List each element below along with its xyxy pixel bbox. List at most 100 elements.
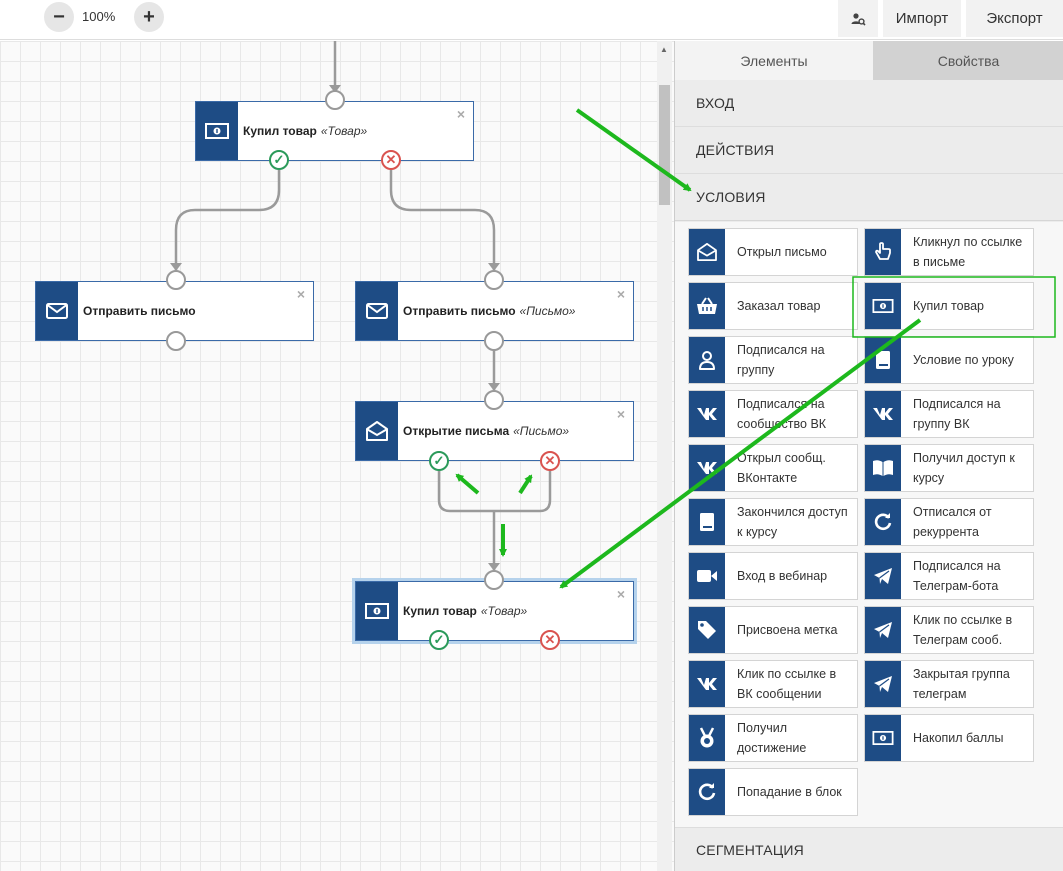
condition-item-label: Получил достижение <box>737 721 807 755</box>
zoom-in-button[interactable]: + <box>134 2 164 32</box>
block-title: Отправить письмо«Письмо» <box>403 304 576 318</box>
condition-item[interactable]: Присвоена метка <box>688 606 858 654</box>
vk-icon <box>689 661 725 707</box>
condition-item-label: Клик по ссылке в Телеграм сооб. <box>913 613 1013 647</box>
yes-output-port[interactable]: ✓ <box>429 630 449 650</box>
condition-item[interactable]: Кликнул по ссылке в письме <box>864 228 1034 276</box>
money-icon <box>356 582 398 640</box>
condition-item-label: Вход в вебинар <box>737 569 828 583</box>
output-port[interactable] <box>484 331 504 351</box>
block-title: Открытие письма«Письмо» <box>403 424 570 438</box>
condition-item-label: Подписался на сообщество ВК <box>737 397 827 431</box>
telegram-icon <box>865 553 901 599</box>
section-actions[interactable]: ДЕЙСТВИЯ <box>675 127 1063 174</box>
block-title: Купил товар«Товар» <box>243 124 368 138</box>
money-icon <box>865 283 901 329</box>
zoom-out-button[interactable]: − <box>44 2 74 32</box>
tag-icon <box>689 607 725 653</box>
output-port[interactable] <box>166 331 186 351</box>
input-port[interactable] <box>166 270 186 290</box>
yes-output-port[interactable]: ✓ <box>429 451 449 471</box>
flow-block-email-opened[interactable]: Открытие письма«Письмо» × <box>355 401 634 461</box>
no-output-port[interactable]: ✕ <box>381 150 401 170</box>
close-icon[interactable]: × <box>616 406 625 422</box>
input-port[interactable] <box>484 570 504 590</box>
condition-item[interactable]: Получил достижение <box>688 714 858 762</box>
condition-item[interactable]: Подписался на Телеграм-бота <box>864 552 1034 600</box>
open-book-icon <box>865 445 901 491</box>
connection-lines <box>170 41 552 571</box>
zoom-level: 100% <box>82 9 116 24</box>
search-user-icon <box>851 12 866 26</box>
condition-item-label: Присвоена метка <box>737 623 838 637</box>
telegram-icon <box>865 661 901 707</box>
condition-item[interactable]: Условие по уроку <box>864 336 1034 384</box>
condition-item[interactable]: Получил доступ к курсу <box>864 444 1034 492</box>
condition-item[interactable]: Подписался на группу ВК <box>864 390 1034 438</box>
search-user-button[interactable] <box>838 0 878 37</box>
section-entry[interactable]: ВХОД <box>675 80 1063 127</box>
condition-item-label: Открыл сообщ. ВКонтакте <box>737 451 826 485</box>
flow-block-bought-product[interactable]: Купил товар«Товар» × <box>195 101 474 161</box>
book-icon <box>865 337 901 383</box>
condition-item[interactable]: Накопил баллы <box>864 714 1034 762</box>
block-subtitle: «Письмо» <box>513 424 570 438</box>
video-icon <box>689 553 725 599</box>
export-button[interactable]: Экспорт <box>966 0 1063 37</box>
scrollbar-thumb[interactable] <box>659 85 670 205</box>
envelope-icon <box>356 282 398 340</box>
basket-icon <box>689 283 725 329</box>
block-title: Отправить письмо <box>83 304 196 318</box>
condition-item[interactable]: Отписался от рекуррента <box>864 498 1034 546</box>
close-icon[interactable]: × <box>616 286 625 302</box>
input-port[interactable] <box>484 270 504 290</box>
yes-output-port[interactable]: ✓ <box>269 150 289 170</box>
condition-item-label: Подписался на группу <box>737 343 825 377</box>
flow-block-send-email[interactable]: Отправить письмо × <box>35 281 314 341</box>
condition-item[interactable]: Открыл сообщ. ВКонтакте <box>688 444 858 492</box>
close-icon[interactable]: × <box>456 106 465 122</box>
condition-item[interactable]: Подписался на группу <box>688 336 858 384</box>
flow-canvas[interactable]: Купил товар«Товар» × ✓ ✕ Отправить письм… <box>0 41 674 871</box>
telegram-icon <box>865 607 901 653</box>
condition-item-label: Закончился доступ к курсу <box>737 505 848 539</box>
tab-elements[interactable]: Элементы <box>675 41 873 80</box>
vk-icon <box>865 391 901 437</box>
pointer-hand-icon <box>865 229 901 275</box>
input-port[interactable] <box>325 90 345 110</box>
section-segmentation[interactable]: СЕГМЕНТАЦИЯ <box>675 827 1063 871</box>
condition-item[interactable]: Вход в вебинар <box>688 552 858 600</box>
vk-icon <box>689 391 725 437</box>
vk-icon <box>689 445 725 491</box>
import-button[interactable]: Импорт <box>883 0 961 37</box>
close-icon[interactable]: × <box>296 286 305 302</box>
vertical-scrollbar[interactable]: ▲ <box>657 41 672 871</box>
condition-item-label: Условие по уроку <box>913 353 1014 367</box>
condition-item[interactable]: Купил товар <box>864 282 1034 330</box>
scroll-up-arrow-icon[interactable]: ▲ <box>660 45 668 54</box>
condition-item[interactable]: Заказал товар <box>688 282 858 330</box>
input-port[interactable] <box>484 390 504 410</box>
condition-item[interactable]: Закончился доступ к курсу <box>688 498 858 546</box>
money-icon <box>865 715 901 761</box>
close-icon[interactable]: × <box>616 586 625 602</box>
condition-item[interactable]: Подписался на сообщество ВК <box>688 390 858 438</box>
no-output-port[interactable]: ✕ <box>540 451 560 471</box>
flow-block-bought-product-selected[interactable]: Купил товар«Товар» × <box>352 578 637 644</box>
top-toolbar: − 100% + Импорт Экспорт <box>0 0 1063 40</box>
condition-item[interactable]: Открыл письмо <box>688 228 858 276</box>
tab-properties[interactable]: Свойства <box>873 41 1063 80</box>
money-icon <box>196 102 238 160</box>
condition-item-label: Попадание в блок <box>737 785 842 799</box>
section-conditions[interactable]: УСЛОВИЯ <box>675 174 1063 221</box>
condition-item[interactable]: Клик по ссылке в ВК сообщении <box>688 660 858 708</box>
envelope-open-icon <box>356 402 398 460</box>
condition-item[interactable]: Клик по ссылке в Телеграм сооб. <box>864 606 1034 654</box>
condition-item[interactable]: Закрытая группа телеграм <box>864 660 1034 708</box>
condition-item[interactable]: Попадание в блок <box>688 768 858 816</box>
block-subtitle: «Товар» <box>320 124 368 138</box>
refresh-icon <box>865 499 901 545</box>
no-output-port[interactable]: ✕ <box>540 630 560 650</box>
condition-item-label: Получил доступ к курсу <box>913 451 1015 485</box>
